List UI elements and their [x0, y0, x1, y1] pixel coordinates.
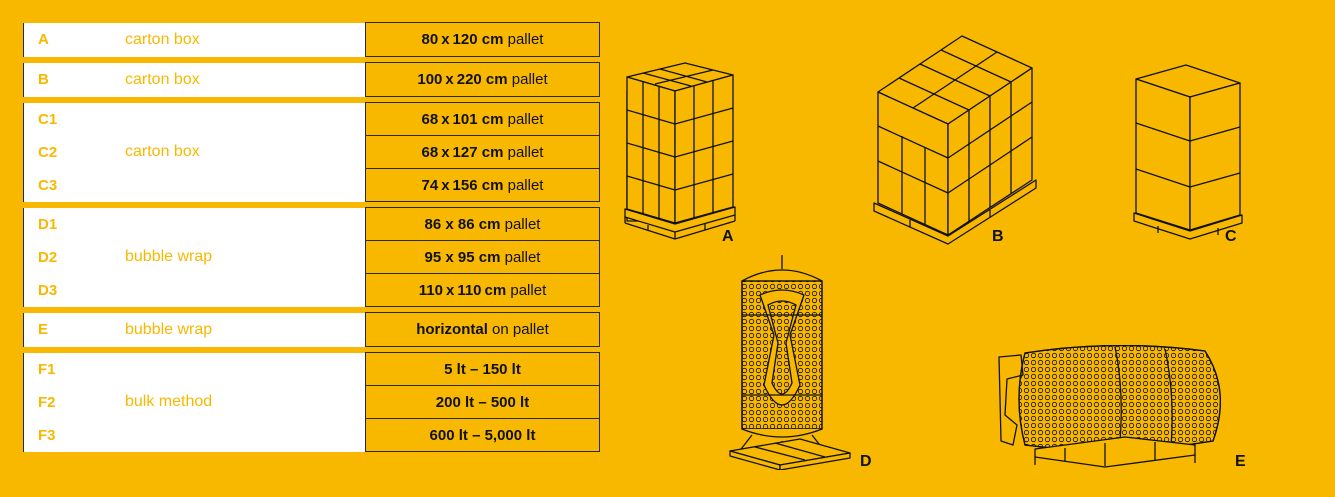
row-code: D3 — [23, 273, 108, 307]
figure-e-bubble-wrapped-horizontal-tank-icon — [998, 345, 1222, 468]
group-separator — [23, 346, 600, 353]
pallet-suffix: pallet — [503, 110, 544, 128]
pallet-size: 95 x 95 cm — [424, 248, 501, 266]
pallet-size: horizontal — [416, 321, 488, 338]
pallet-spec: 80 x 120 cm pallet — [365, 22, 600, 57]
pallet-spec: horizontal on pallet — [365, 312, 600, 347]
row-code: F2 — [23, 385, 108, 419]
figure-b-carton-stack-icon — [873, 35, 1037, 245]
packaging-type: bulk method — [108, 352, 366, 452]
pallet-size: 74 x 156 cm — [421, 176, 504, 194]
row-code: D2 — [23, 240, 108, 274]
pallet-size: 68 x 101 cm — [421, 110, 504, 128]
packaging-type: carton box — [108, 22, 366, 57]
row-code: D1 — [23, 207, 108, 241]
pallet-spec: 5 lt – 150 lt — [365, 352, 600, 386]
row-code: C3 — [23, 168, 108, 202]
pallet-size: 600 lt – 5,000 lt — [429, 426, 536, 444]
pallet-size: 86 x 86 cm — [424, 215, 501, 233]
figure-b-label: B — [992, 228, 1004, 245]
pallet-suffix: on pallet — [487, 321, 549, 338]
pallet-spec: 110 x 110 cm pallet — [365, 273, 600, 307]
packaging-type: bubble wrap — [108, 312, 366, 347]
row-code: A — [23, 22, 108, 57]
table-row: D3 110 x 110 cm pallet — [23, 273, 600, 307]
pallet-suffix: pallet — [503, 31, 544, 48]
pallet-size: 200 lt – 500 lt — [435, 393, 530, 411]
row-code: C2 — [23, 135, 108, 169]
figure-d-label: D — [860, 453, 872, 470]
pallet-suffix: pallet — [500, 215, 541, 233]
table-row: C3 74 x 156 cm pallet — [23, 168, 600, 202]
table-row: F2 200 lt – 500 lt — [23, 385, 600, 419]
pallet-suffix: pallet — [506, 281, 547, 299]
pallet-spec: 600 lt – 5,000 lt — [365, 418, 600, 452]
pallet-suffix: pallet — [503, 143, 544, 161]
figure-d-bubble-wrapped-tank-icon — [729, 255, 851, 470]
pallet-size: 100 x 220 cm — [417, 71, 508, 88]
packaging-type: carton box — [108, 62, 366, 97]
group-separator — [23, 306, 600, 313]
group-separator — [23, 201, 600, 208]
pallet-size: 68 x 127 cm — [421, 143, 504, 161]
table-row: F3 600 lt – 5,000 lt — [23, 418, 600, 452]
row-code: B — [23, 62, 108, 97]
packaging-type: carton box — [108, 102, 366, 202]
group-separator — [23, 56, 600, 63]
pallet-spec: 74 x 156 cm pallet — [365, 168, 600, 202]
figure-a-label: A — [722, 228, 734, 245]
pallet-spec: 95 x 95 cm pallet — [365, 240, 600, 274]
pallet-size: 110 x 110 cm — [418, 281, 507, 299]
group-separator — [23, 96, 600, 103]
pallet-size: 80 x 120 cm — [421, 31, 504, 48]
table-row: D2 95 x 95 cm pallet — [23, 240, 600, 274]
row-code: E — [23, 312, 108, 347]
pallet-suffix: pallet — [500, 248, 541, 266]
row-code: C1 — [23, 102, 108, 136]
figure-a-carton-stack-icon — [624, 62, 736, 240]
pallet-spec: 68 x 127 cm pallet — [365, 135, 600, 169]
figure-c-carton-stack-icon — [1133, 64, 1243, 240]
pallet-spec: 200 lt – 500 lt — [365, 385, 600, 419]
pallet-spec: 100 x 220 cm pallet — [365, 62, 600, 97]
pallet-spec: 68 x 101 cm pallet — [365, 102, 600, 136]
packaging-type: bubble wrap — [108, 207, 366, 307]
figure-e-label: E — [1235, 453, 1246, 470]
row-code: F3 — [23, 418, 108, 452]
pallet-suffix: pallet — [507, 71, 548, 88]
figure-c-label: C — [1225, 228, 1237, 245]
row-code: F1 — [23, 352, 108, 386]
pallet-spec: 86 x 86 cm pallet — [365, 207, 600, 241]
pallet-suffix: pallet — [503, 176, 544, 194]
pallet-size: 5 lt – 150 lt — [444, 360, 521, 378]
